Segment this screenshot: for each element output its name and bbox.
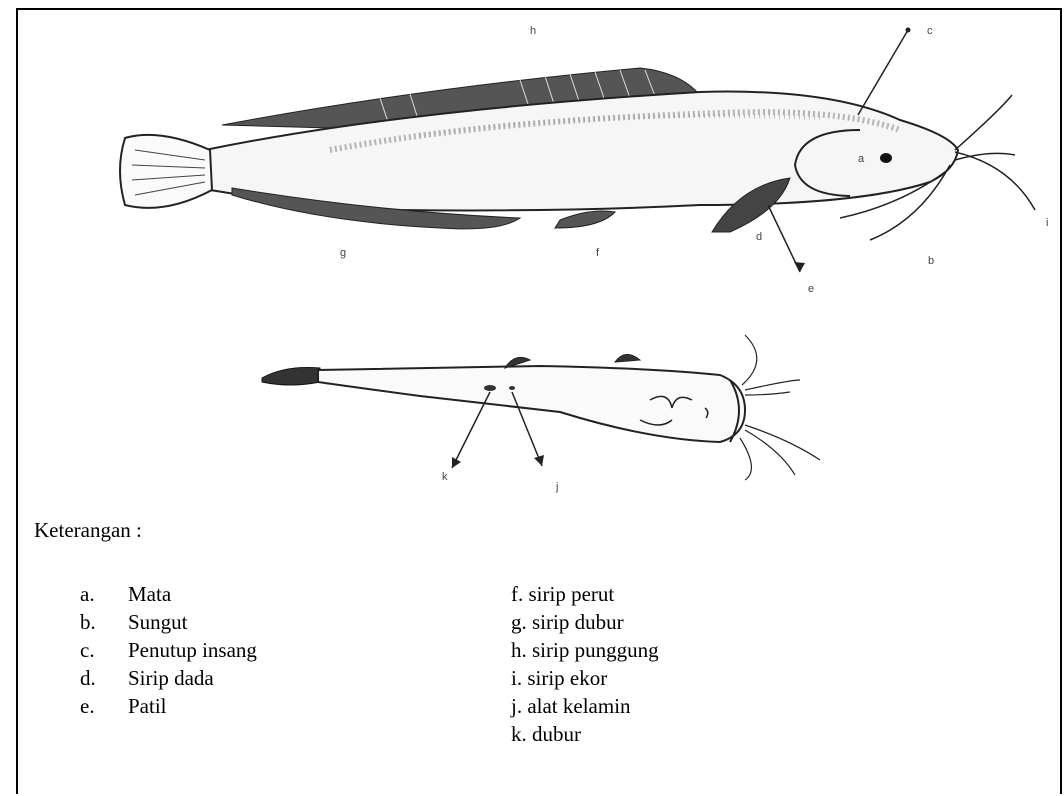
label-g: g (340, 247, 346, 259)
legend-item-a: a.Mata (80, 580, 257, 608)
legend-item-b: b.Sungut (80, 608, 257, 636)
label-i: i (1046, 217, 1048, 229)
legend-title: Keterangan : (34, 518, 142, 543)
side-view-fish (120, 28, 1035, 273)
label-e: e (808, 283, 814, 295)
legend-item-g: g. sirip dubur (511, 608, 659, 636)
label-j: j (555, 481, 558, 493)
legend-item-h: h. sirip punggung (511, 636, 659, 664)
legend-item-e: e.Patil (80, 692, 257, 720)
legend-item-j: j. alat kelamin (511, 692, 659, 720)
legend-item-d: d.Sirip dada (80, 664, 257, 692)
ventral-view-fish (262, 335, 820, 480)
label-a: a (858, 153, 865, 165)
legend-item-i: i. sirip ekor (511, 664, 659, 692)
label-h: h (530, 25, 536, 37)
ventral-barbels (740, 335, 820, 480)
label-d: d (756, 231, 762, 243)
label-c: c (927, 25, 933, 37)
legend-item-k: k. dubur (511, 720, 659, 748)
label-f: f (596, 247, 600, 259)
pelvic-fin (555, 211, 615, 228)
eye (880, 153, 892, 163)
caudal-fin (120, 135, 212, 208)
legend-item-c: c.Penutup insang (80, 636, 257, 664)
legend-right-column: f. sirip perut g. sirip dubur h. sirip p… (511, 580, 659, 748)
legend-item-f: f. sirip perut (511, 580, 659, 608)
ventral-tail (262, 367, 320, 385)
ventral-body (318, 366, 745, 442)
legend-left-column: a.Mata b.Sungut c.Penutup insang d.Sirip… (80, 580, 257, 720)
label-k: k (442, 471, 448, 483)
label-b: b (928, 255, 934, 267)
